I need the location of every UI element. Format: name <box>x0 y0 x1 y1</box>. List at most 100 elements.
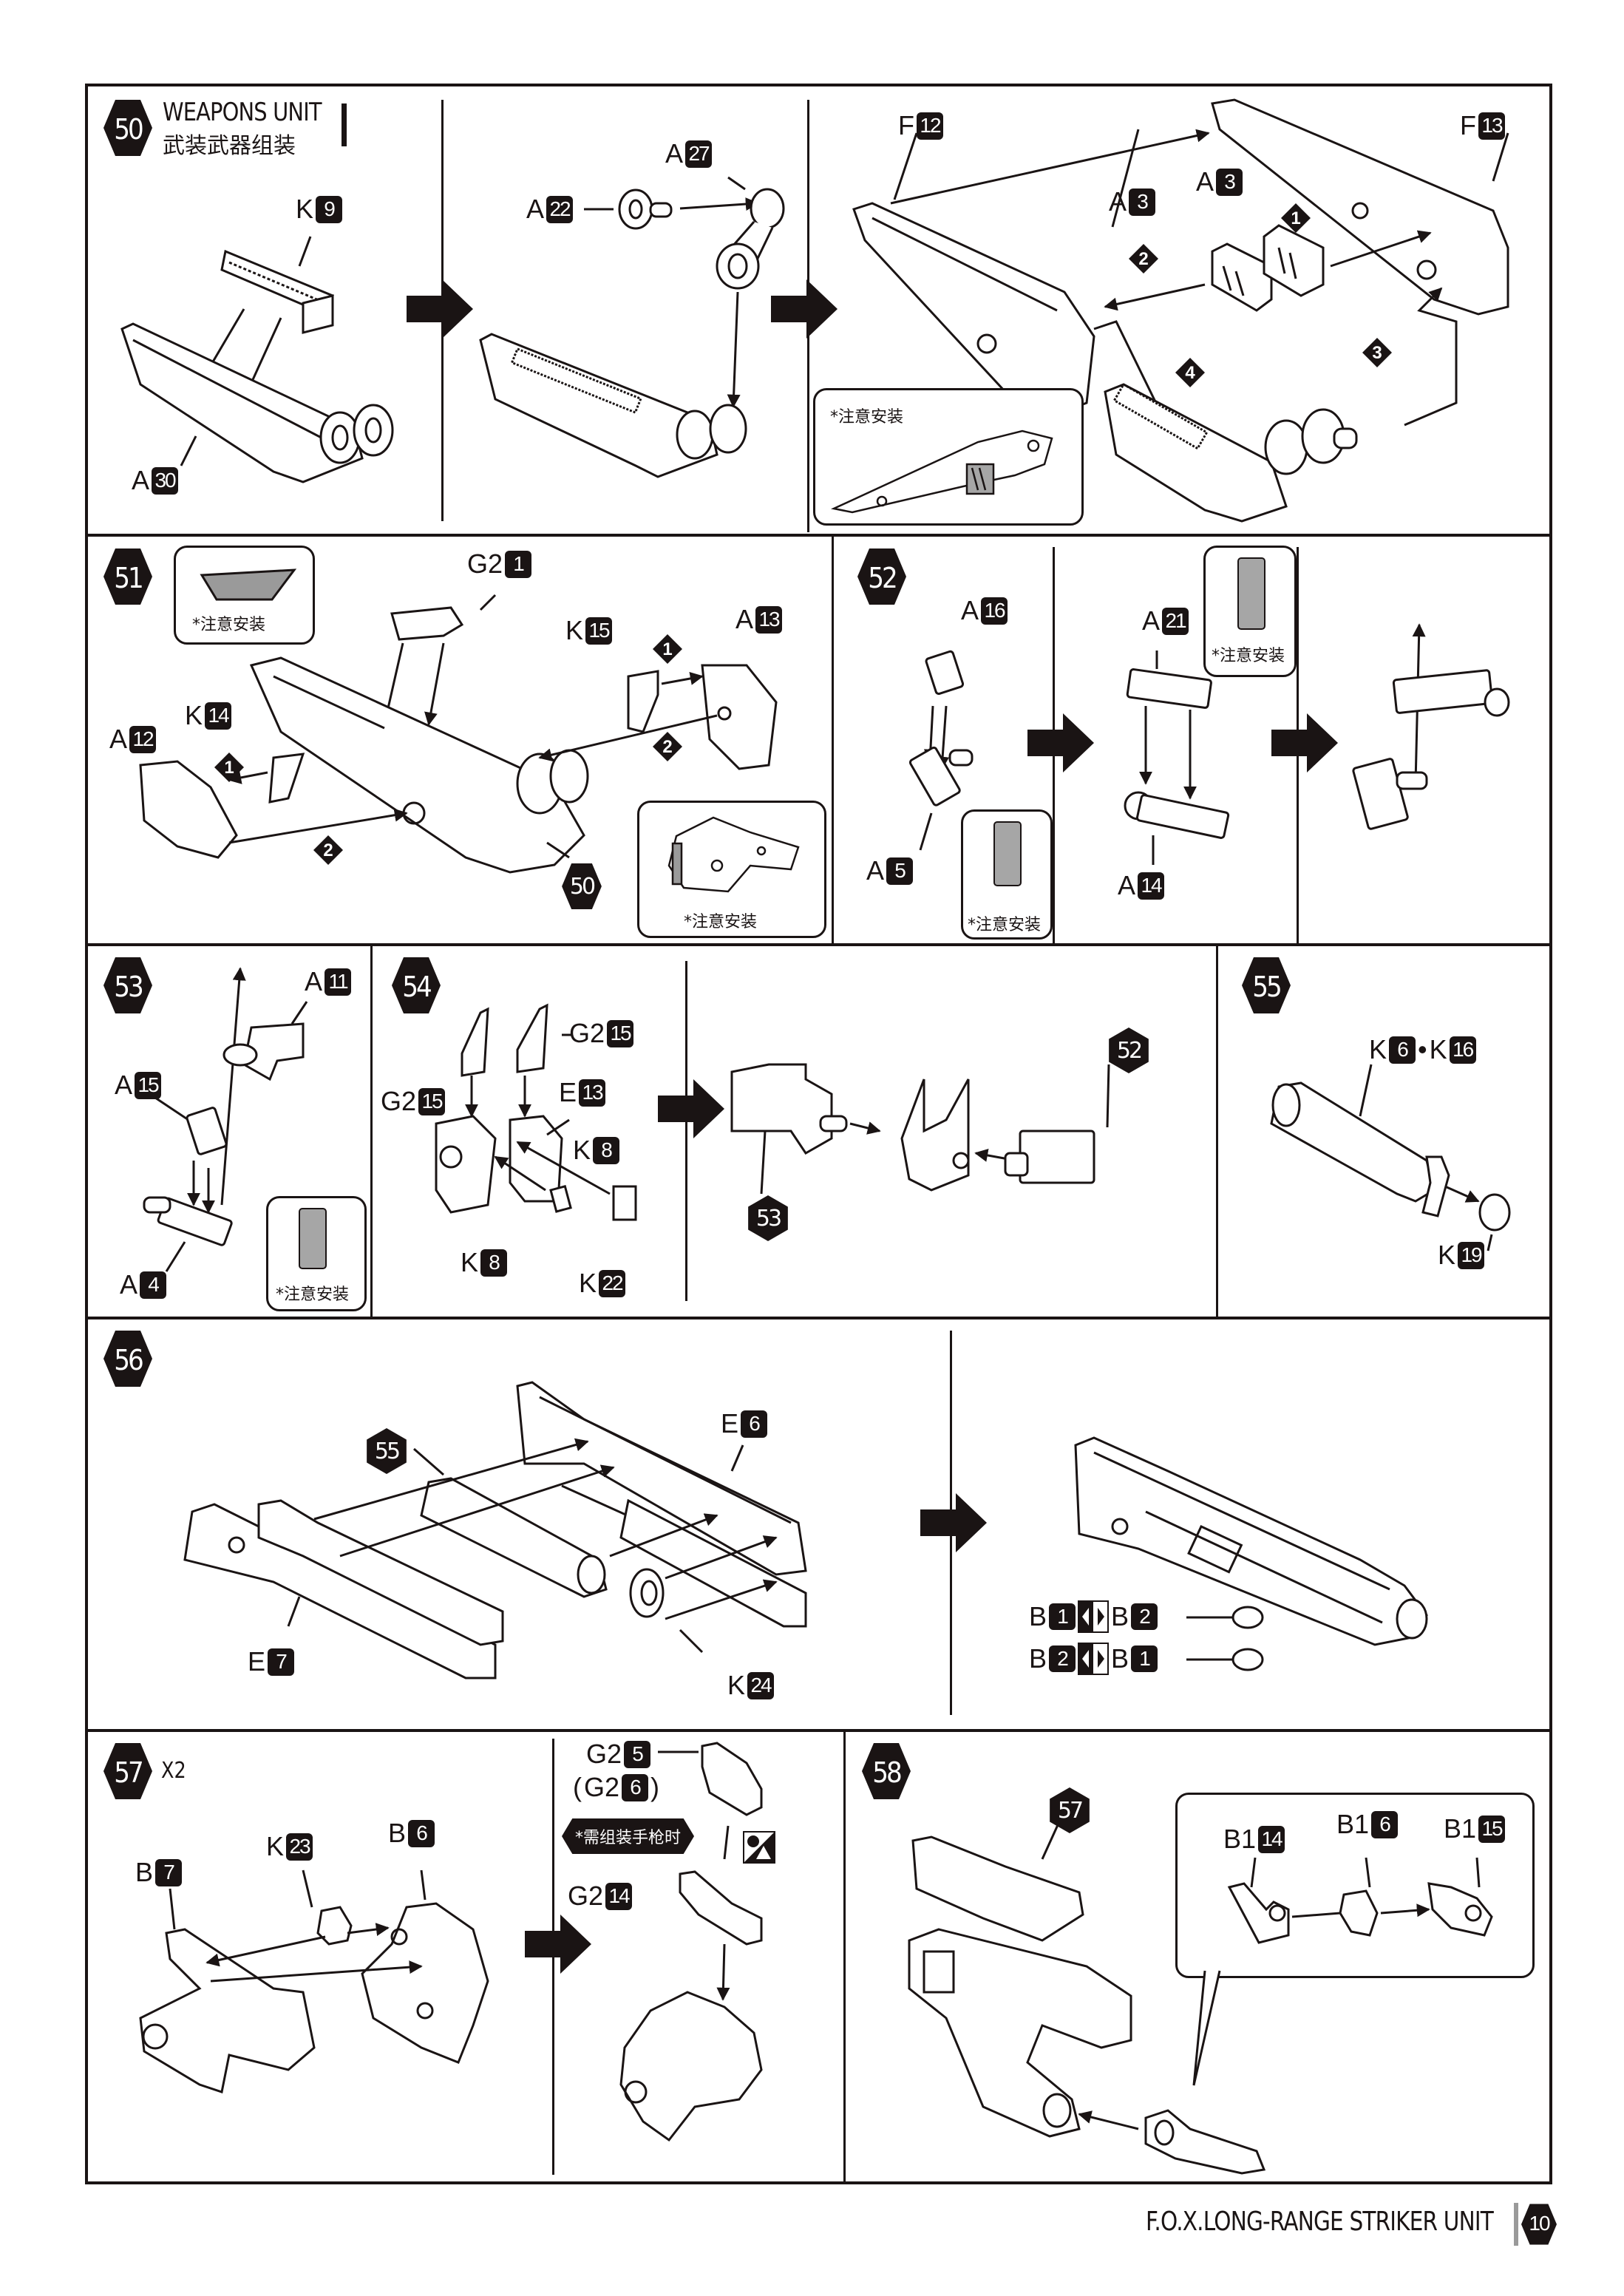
part-drawing-b1-b2 <box>1183 1589 1301 1685</box>
step-badge-52: 52 <box>857 548 906 605</box>
order-marker-2: 2 <box>313 835 343 865</box>
ref-badge-57: 57 <box>1050 1787 1090 1833</box>
title-bar <box>342 103 347 146</box>
part-drawing-54-assembly <box>724 1050 1197 1227</box>
attention-callout: *注意安装 <box>266 1196 367 1311</box>
next-arrow <box>920 1493 987 1552</box>
part-drawing-mount <box>473 163 785 510</box>
next-arrow <box>1271 713 1338 772</box>
row-divider <box>85 534 1552 537</box>
ref-badge-50: 50 <box>562 863 602 909</box>
part-drawing-hinge <box>414 998 665 1279</box>
order-marker-2: 2 <box>1129 244 1158 274</box>
panel-divider <box>843 1729 846 2184</box>
order-marker-2: 2 <box>653 732 682 761</box>
ref-badge-53: 53 <box>748 1195 788 1241</box>
order-marker-3: 3 <box>1362 338 1392 367</box>
part-drawing-barrel-frame <box>170 1375 865 1685</box>
panel-divider <box>1216 943 1218 1317</box>
instruction-frame <box>85 84 1552 2184</box>
next-arrow <box>658 1079 724 1138</box>
pistol-assembly-note: *需组装手枪时 <box>562 1818 695 1854</box>
callout-drawing <box>662 814 802 895</box>
part-drawing-pistol-covers <box>606 1737 828 2173</box>
callout-drawing <box>1214 1854 1510 1965</box>
callout-drawing <box>993 821 1022 887</box>
swap-icon <box>1078 1643 1110 1675</box>
step-badge-50: 50 <box>103 100 152 156</box>
step-badge-51: 51 <box>103 548 152 605</box>
row-divider <box>85 1729 1552 1732</box>
ref-badge-52: 52 <box>1109 1028 1149 1073</box>
callout-drawing <box>298 1207 327 1270</box>
step-badge-57: 57 <box>103 1743 152 1799</box>
attention-callout: *注意安装 <box>961 809 1053 940</box>
attention-note: *注意安装 <box>830 408 904 427</box>
order-marker-4: 4 <box>1175 358 1205 387</box>
step-badge-58: 58 <box>862 1743 911 1799</box>
step-badge-53: 53 <box>103 957 152 1013</box>
callout-drawing <box>198 566 297 603</box>
sub-divider <box>685 961 687 1301</box>
attention-callout: *注意安装 <box>813 388 1084 526</box>
part-drawing-weapon-body <box>111 591 806 902</box>
page-number-badge: 10 <box>1521 2203 1557 2246</box>
callout-pointer <box>1190 1970 1257 2089</box>
part-drawing-pistol-halves <box>126 1863 540 2159</box>
step-title-cn: 武装武器组装 <box>163 133 296 159</box>
attention-callout: *注意安装 <box>1203 546 1297 677</box>
callout-drawing <box>830 420 1067 516</box>
next-arrow <box>525 1915 591 1974</box>
part-drawing-assembled-52 <box>1345 614 1515 857</box>
quantity-multiplier: X2 <box>161 1758 186 1784</box>
row-divider <box>85 1317 1552 1319</box>
next-arrow <box>1027 713 1094 772</box>
step-number: 50 <box>114 113 144 146</box>
swap-icon <box>1078 1600 1110 1633</box>
next-arrow <box>407 279 473 339</box>
panel-divider <box>370 943 373 1317</box>
trim-icon <box>743 1831 775 1864</box>
attention-callout: *注意安装 <box>174 546 315 645</box>
part-drawing-frame <box>111 222 421 503</box>
attention-callout: *注意安装 <box>637 801 826 938</box>
step-badge-54: 54 <box>392 957 441 1013</box>
product-title: F.O.X.LONG-RANGE STRIKER UNIT <box>1146 2207 1494 2237</box>
page-number: 10 <box>1529 2212 1550 2235</box>
attention-note: *注意安装 <box>968 916 1042 934</box>
part-drawing-a11-a15-a4 <box>126 954 318 1272</box>
attention-note: *注意安装 <box>684 913 758 931</box>
part-drawing-assembled-barrel <box>1064 1430 1434 1674</box>
